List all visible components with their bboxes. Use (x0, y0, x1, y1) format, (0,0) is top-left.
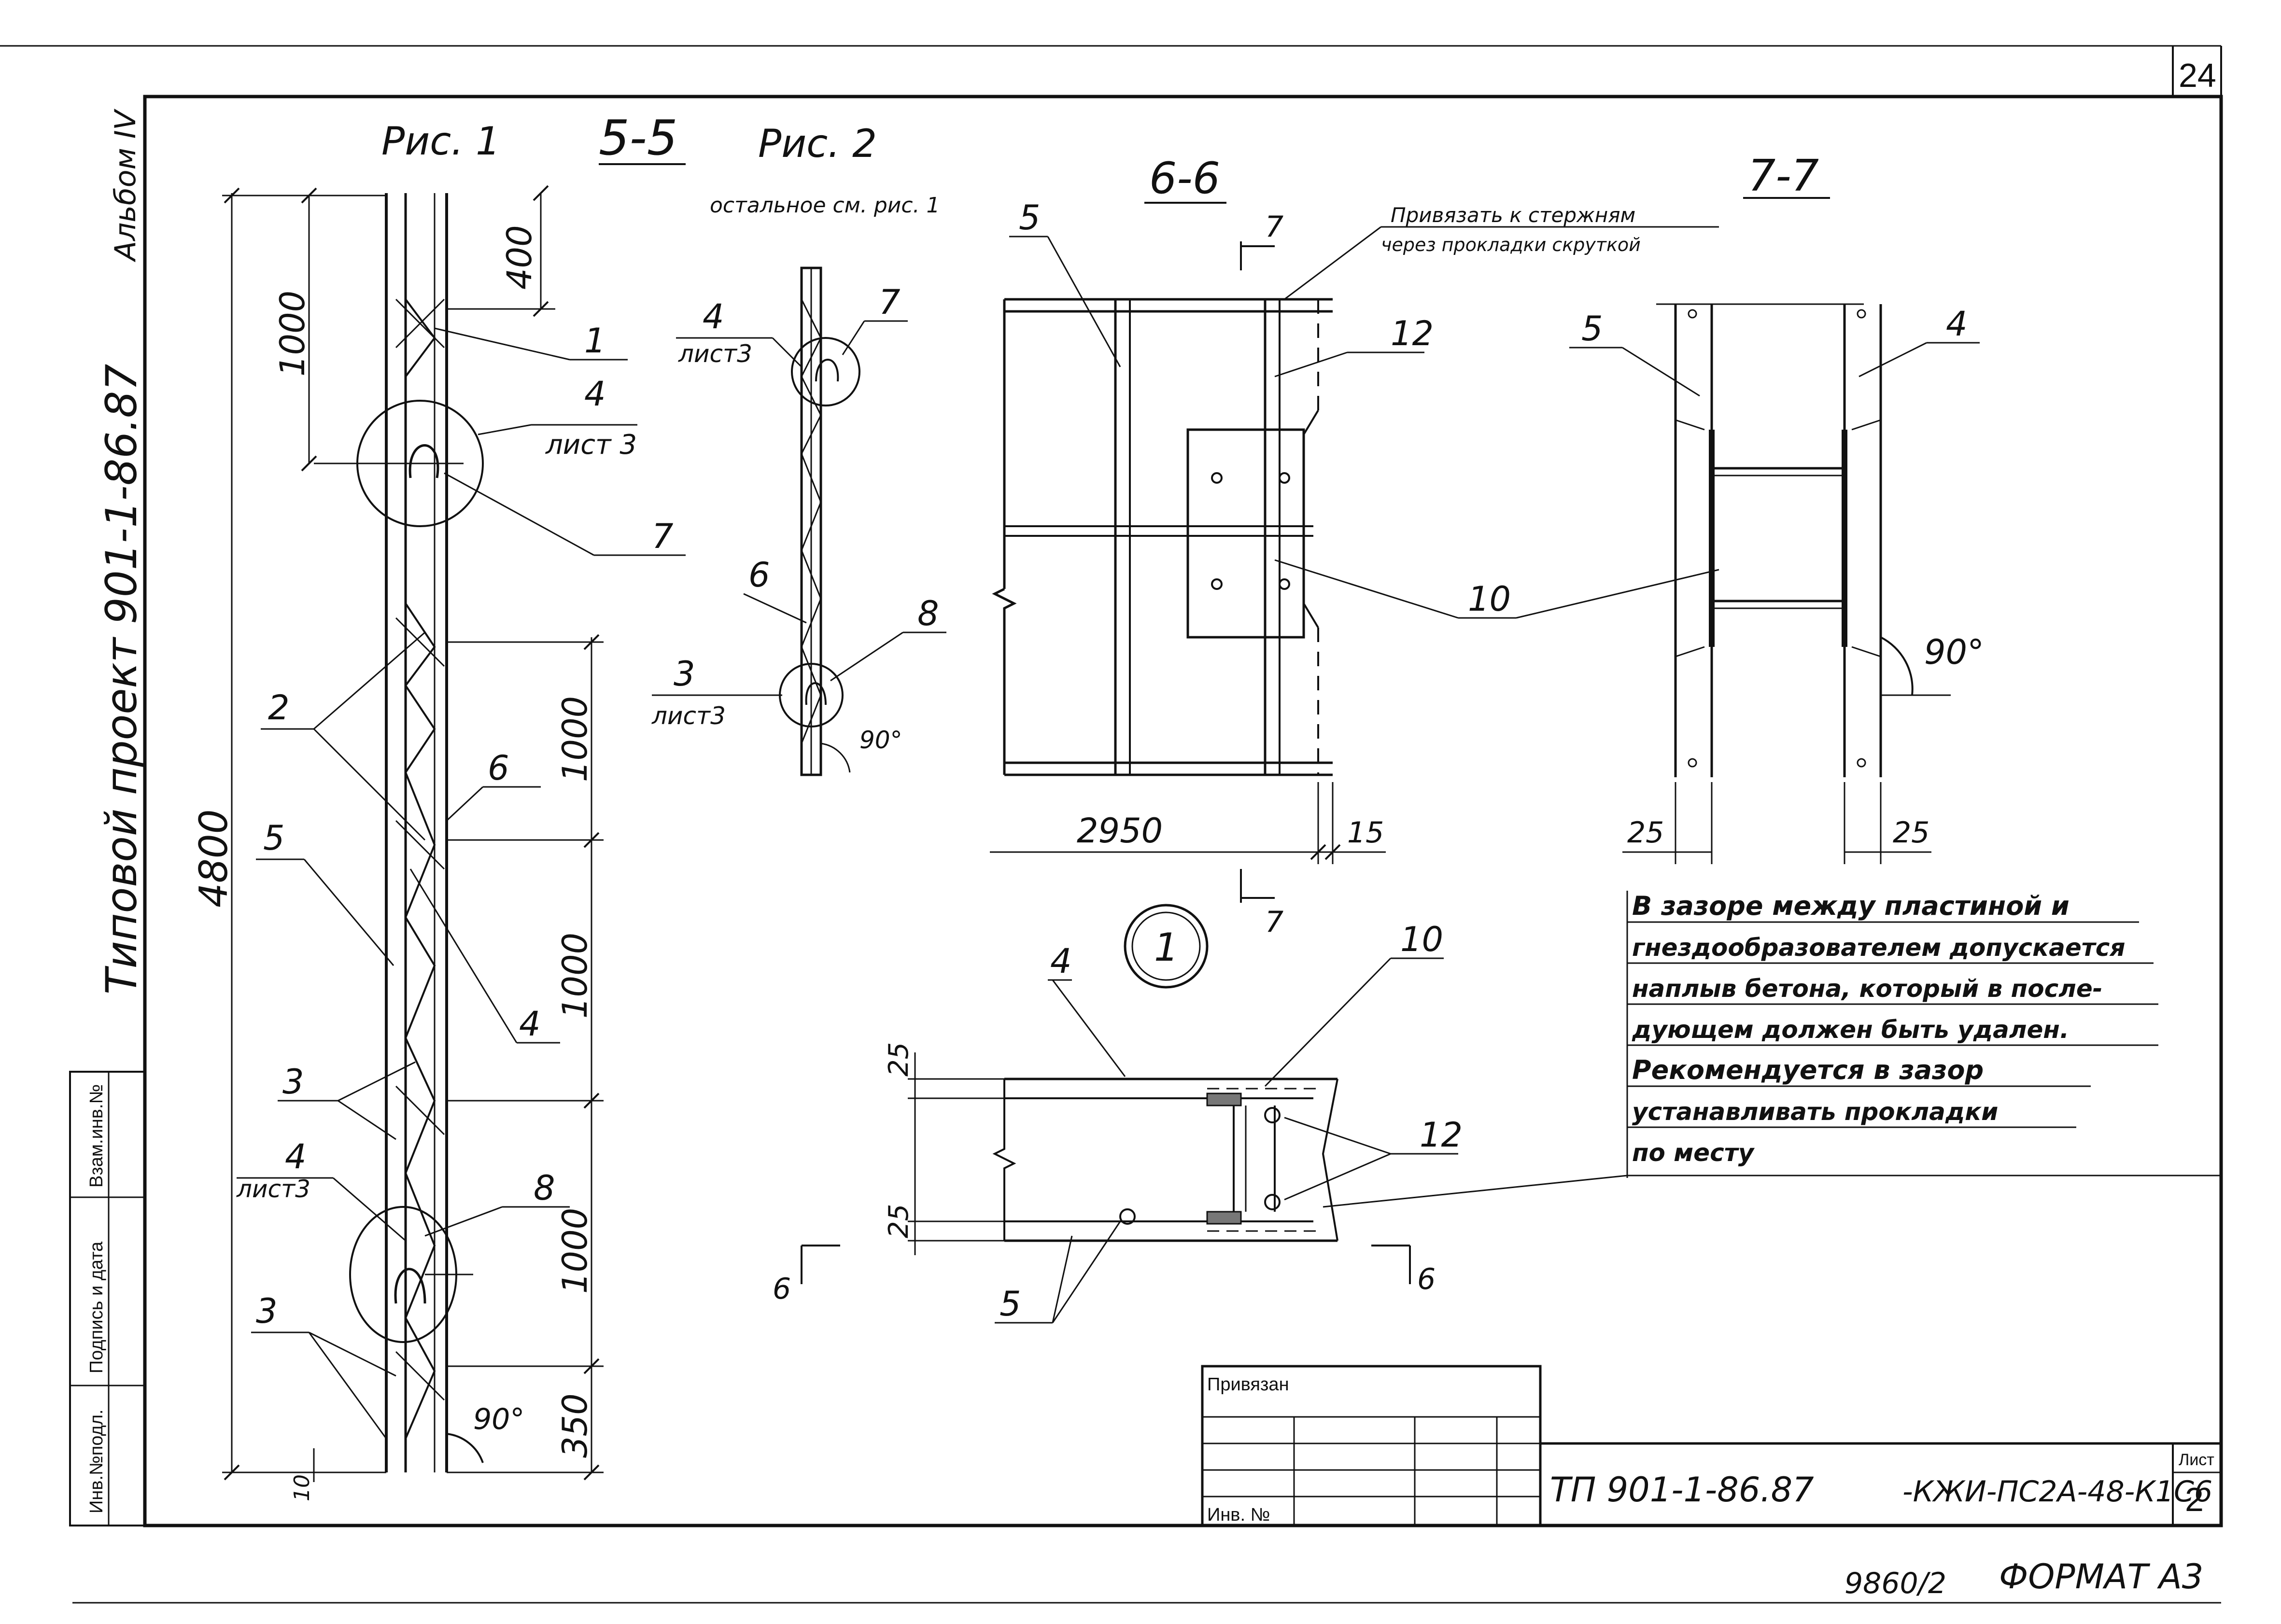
section77-angle-90: 90° (1924, 632, 1984, 672)
section66-dim-2950: 2950 (1077, 811, 1163, 851)
inventory-number: 9860/2 (1845, 1567, 1946, 1600)
fig1-callout-7: 7 (652, 517, 674, 556)
section10-callout: 10 (1468, 579, 1511, 619)
album-label: Альбом IV (109, 109, 142, 263)
note-line-5: Рекомендуется в зазор (1632, 1055, 1984, 1085)
section-6-6: 6-6 Привязать к стержням через прокладки… (990, 153, 1719, 939)
fig1-callout-1: 1 (584, 321, 606, 361)
section66-cut-7-top: 7 (1265, 210, 1283, 244)
node1-cut-6-left: 6 (773, 1272, 791, 1306)
side-stamp-vzam: Взам.инв.№ (86, 1084, 107, 1188)
node1-dim-25-bottom: 25 (883, 1204, 915, 1238)
fig2-callout-3-sheet: лист3 (651, 702, 726, 730)
section77-callout-4: 4 (1946, 304, 1968, 344)
fig1-callout-5: 5 (263, 818, 285, 858)
notes-block: В зазоре между пластиной и гнездообразов… (1626, 891, 2221, 1178)
node1-callout-4: 4 (1050, 941, 1072, 981)
section-7-7: 7-7 5 4 90° 25 25 (1569, 151, 1984, 864)
section-5-5: 5-5 (599, 110, 686, 166)
fig1-angle-90: 90° (473, 1402, 524, 1436)
title-block-inv-no: Инв. № (1207, 1505, 1270, 1525)
fig1-dim-1000-c: 1000 (555, 1208, 595, 1294)
title-block-list-label: Лист (2179, 1451, 2214, 1469)
note-line-3: наплыв бетона, который в после- (1632, 975, 2103, 1003)
fig1-callout-4-top: 4 (584, 374, 606, 414)
sheet-format: ФОРМАТ А3 (1999, 1557, 2203, 1596)
section66-note-2: через прокладки скруткой (1381, 234, 1641, 255)
node-1: 1 25 25 4 10 12 (773, 904, 1628, 1324)
note-line-6: устанавливать прокладки (1632, 1098, 1998, 1126)
note-line-2: гнездообразователем допускается (1632, 934, 2125, 962)
fig2-callout-7: 7 (879, 282, 901, 322)
figure-1: Рис. 1 4800 1000 400 (191, 119, 686, 1501)
fig2-callout-4: 4 (703, 297, 724, 336)
section55-title: 5-5 (599, 110, 677, 166)
fig2-callout-6: 6 (748, 555, 770, 595)
title-block-code: ТП 901-1-86.87 (1550, 1470, 1814, 1510)
fig2-callout-4-sheet: лист3 (678, 340, 752, 368)
title-block-mark: -КЖИ-ПС2А-48-К1С6 (1902, 1475, 2212, 1509)
section77-callout-5: 5 (1581, 309, 1603, 349)
fig1-callout-3-a: 3 (282, 1062, 304, 1102)
fig2-callout-8: 8 (917, 594, 939, 633)
section66-title: 6-6 (1149, 153, 1220, 204)
fig1-callout-4-top-sheet: лист 3 (545, 429, 637, 461)
section77-dim-25-left: 25 (1627, 816, 1664, 850)
fig1-callout-3-b: 3 (256, 1291, 278, 1331)
fig2-title: Рис. 2 (758, 121, 877, 166)
title-block-privyazan: Привязан (1207, 1374, 1289, 1395)
node1-dim-25-top: 25 (883, 1042, 915, 1077)
node1-callout-10: 10 (1400, 920, 1443, 959)
fig2-angle-90: 90° (859, 726, 902, 754)
fig1-dim-1000-top: 1000 (273, 291, 312, 377)
node1-cut-6-right: 6 (1417, 1262, 1436, 1296)
fig1-callout-8: 8 (534, 1168, 555, 1208)
project-label: Типовой проект 901-1-86.87 (97, 364, 146, 994)
fig1-callout-4-mid: 4 (519, 1004, 541, 1044)
fig2-callout-3: 3 (674, 654, 695, 694)
note-line-4: дующем должен быть удален. (1632, 1016, 2069, 1044)
fig1-dim-350: 350 (555, 1393, 595, 1458)
fig1-callout-2: 2 (268, 688, 290, 728)
title-block-list-no: 2 (2185, 1481, 2204, 1518)
section66-callout-12: 12 (1391, 314, 1434, 353)
title-block: Привязан Инв. № ТП 901-1-86.87 -КЖИ-ПС2А… (1201, 1365, 2221, 1527)
node1-label: 1 (1154, 925, 1179, 970)
section66-callout-5: 5 (1019, 198, 1041, 238)
note-line-1: В зазоре между пластиной и (1632, 891, 2070, 921)
fig1-dim-400: 400 (500, 225, 539, 290)
side-stamp-inv: Инв.№подл. (86, 1409, 107, 1513)
fig1-callout-4-bottom: 4 (285, 1137, 307, 1176)
section66-note-1: Привязать к стержням (1391, 203, 1635, 227)
fig2-subtitle: остальное см. рис. 1 (710, 193, 940, 218)
section77-dim-25-right: 25 (1893, 816, 1929, 850)
side-stamp-sign: Подпись и дата (86, 1241, 107, 1373)
fig1-callout-6: 6 (488, 748, 509, 788)
fig1-title: Рис. 1 (381, 119, 500, 164)
fig1-dim-4800: 4800 (191, 809, 236, 908)
section77-title: 7-7 (1748, 151, 1819, 201)
fig1-callout-4-bottom-sheet: лист3 (236, 1175, 310, 1203)
fig1-dim-10: 10 (290, 1474, 314, 1501)
note-line-7: по месту (1632, 1139, 1755, 1167)
figure-2: Рис. 2 остальное см. рис. 1 4 лист3 7 6 … (651, 121, 946, 776)
node1-callout-5: 5 (1000, 1284, 1021, 1324)
section66-dim-15: 15 (1347, 816, 1384, 850)
side-stamp: Инв.№подл. Подпись и дата Взам.инв.№ (69, 1071, 146, 1526)
node1-callout-12: 12 (1420, 1115, 1463, 1155)
page-number: 24 (2179, 56, 2216, 94)
drawing-frame: 24 (0, 45, 2223, 1604)
section66-cut-7-bottom: 7 (1265, 905, 1283, 939)
fig1-dim-1000-b: 1000 (555, 933, 595, 1019)
fig1-dim-1000-a: 1000 (555, 696, 595, 782)
